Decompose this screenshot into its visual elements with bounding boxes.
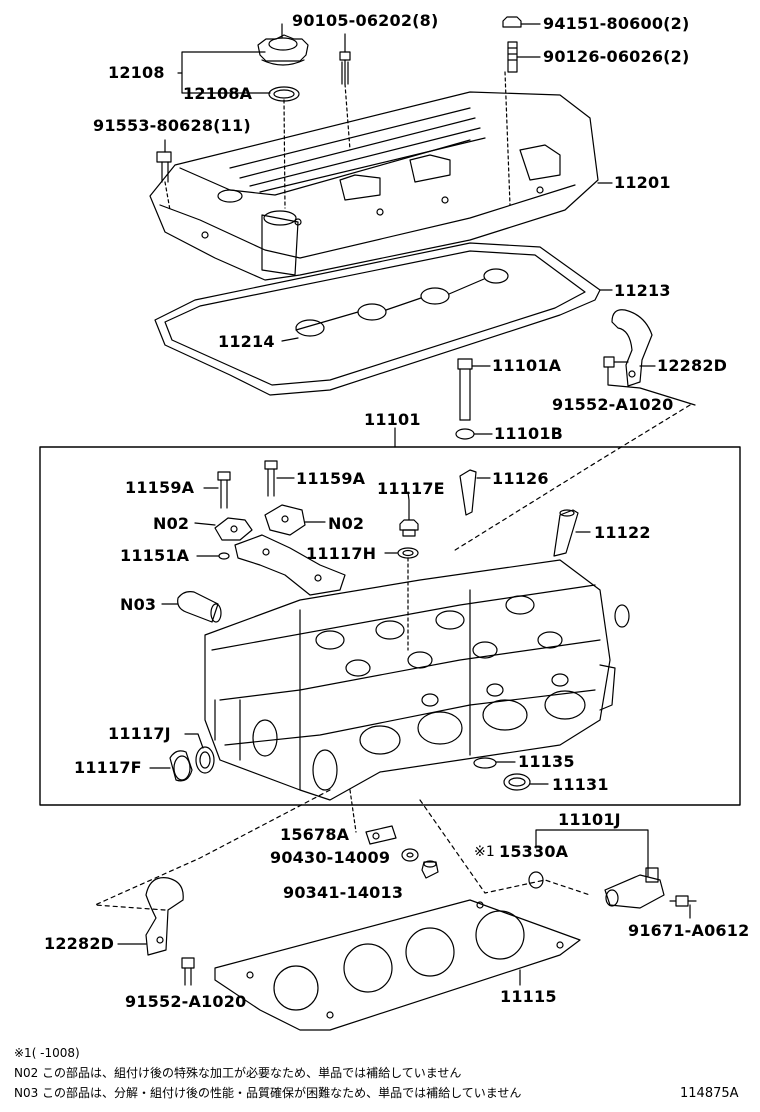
gasket-11117j-drawing — [195, 746, 215, 774]
stud-90126-drawing — [507, 41, 541, 73]
label-11135: 11135 — [518, 752, 575, 771]
bolt-91552-bottom-drawing — [181, 957, 195, 986]
bolt-91552-top-drawing — [603, 356, 629, 368]
label-11117j: 11117J — [108, 724, 171, 743]
leader-11101j-bracket — [535, 829, 649, 877]
leader-12108 — [177, 51, 266, 74]
label-11159a-left: 11159A — [125, 478, 195, 497]
dash-15678a — [349, 789, 357, 833]
cylinder-head-body-drawing — [204, 559, 630, 801]
label-12108: 12108 — [108, 63, 165, 82]
label-15330a: 15330A — [499, 842, 569, 861]
footnote-1: ※1( -1008) — [14, 1046, 80, 1060]
dash-hanger-top — [451, 404, 691, 553]
nut-94151-drawing — [502, 16, 541, 28]
label-11126: 11126 — [492, 469, 549, 488]
label-11115: 11115 — [500, 987, 557, 1006]
leader-12108a — [181, 72, 271, 94]
oring-15330a-drawing — [528, 871, 544, 889]
leader-11117j — [184, 733, 204, 749]
label-12282d-bottom: 12282D — [44, 934, 115, 953]
label-11213: 11213 — [614, 281, 671, 300]
label-11151a: 11151A — [120, 546, 190, 565]
bolt-91671-drawing — [669, 895, 697, 907]
leader-11214 — [281, 337, 299, 342]
label-12108a: 12108A — [183, 84, 253, 103]
cylinder-head-group-frame — [39, 446, 741, 806]
bolt-11159a-left-drawing — [203, 471, 231, 509]
cylinder-head-cover-drawing — [149, 71, 599, 281]
head-cover-gasket-drawing — [154, 242, 601, 396]
label-90341-14013: 90341-14013 — [283, 883, 404, 902]
label-15678a: 15678A — [280, 825, 350, 844]
label-91553-80628: 91553-80628(11) — [93, 116, 251, 135]
label-91671-a0612: 91671-A0612 — [628, 921, 750, 940]
label-n02-left: N02 — [153, 514, 190, 533]
bearing-cap-n02-left-drawing — [214, 517, 253, 541]
label-11101b: 11101B — [494, 424, 564, 443]
plug-90341-drawing — [421, 860, 439, 879]
label-11101j: 11101J — [558, 810, 621, 829]
label-11131: 11131 — [552, 775, 609, 794]
label-11122: 11122 — [594, 523, 651, 542]
gasket-90430-drawing — [401, 848, 419, 862]
bearing-cap-n02-right-drawing — [264, 504, 306, 536]
label-11117e: 11117E — [377, 479, 445, 498]
label-91552-a1020-bottom: 91552-A1020 — [125, 992, 247, 1011]
label-11159a-mid: 11159A — [296, 469, 366, 488]
label-90105-06202: 90105-06202(8) — [292, 11, 439, 30]
label-n03: N03 — [120, 595, 157, 614]
label-91552-a1020-top: 91552-A1020 — [552, 395, 674, 414]
leader-n02-left — [194, 522, 216, 526]
head-bolt-11101a-drawing — [457, 358, 491, 421]
label-90126-06026: 90126-06026(2) — [543, 47, 690, 66]
label-15330a-mark: ※1 — [474, 844, 496, 860]
label-12282d-top: 12282D — [657, 356, 728, 375]
plug-11117e-drawing — [399, 519, 419, 537]
pin-11126-drawing — [459, 469, 491, 516]
dash-hanger-bottom — [94, 789, 331, 911]
plug-11117f-drawing — [169, 750, 193, 782]
oil-control-valve-drawing — [604, 867, 665, 909]
sleeve-n03-drawing — [177, 591, 222, 623]
gasket-11135-drawing — [473, 757, 516, 769]
label-11117f: 11117F — [74, 758, 142, 777]
label-11101a: 11101A — [492, 356, 562, 375]
label-11101: 11101 — [364, 410, 421, 429]
bolt-11159a-mid-drawing — [264, 460, 295, 497]
leader-91552-top — [607, 366, 696, 406]
spark-plug-tube-gasket-drawing — [295, 268, 509, 337]
seal-11131-drawing — [503, 773, 549, 791]
tube-11122-drawing — [553, 509, 591, 557]
dash-ocv — [419, 799, 591, 896]
oil-filler-cap-drawing — [257, 23, 309, 66]
label-94151-80600: 94151-80600(2) — [543, 14, 690, 33]
engine-hanger-top-drawing — [611, 309, 653, 387]
engine-hanger-bottom-drawing — [145, 877, 184, 956]
footnote-n03: N03 この部品は、分解・組付け後の性能・品質確保が困難なため、単品では補給して… — [14, 1086, 522, 1100]
filler-cap-gasket-drawing — [268, 86, 300, 102]
bolt-90105-drawing — [339, 33, 351, 85]
footnote-n02: N02 この部品は、組付け後の特殊な加工が必要なため、単品では補給していません — [14, 1066, 462, 1080]
leader-11117e — [407, 491, 410, 521]
label-90430-14009: 90430-14009 — [270, 848, 391, 867]
head-gasket-drawing — [214, 899, 581, 1031]
washer-11101b-drawing — [455, 428, 493, 440]
label-11201: 11201 — [614, 173, 671, 192]
union-15678a-drawing — [365, 825, 397, 845]
gasket-11117h-drawing — [397, 547, 419, 559]
bolt-91553-drawing — [156, 139, 172, 183]
label-11117h: 11117H — [306, 544, 377, 563]
label-n02-right: N02 — [328, 514, 365, 533]
diagram-id: 114875A — [680, 1086, 739, 1101]
label-11214: 11214 — [218, 332, 275, 351]
